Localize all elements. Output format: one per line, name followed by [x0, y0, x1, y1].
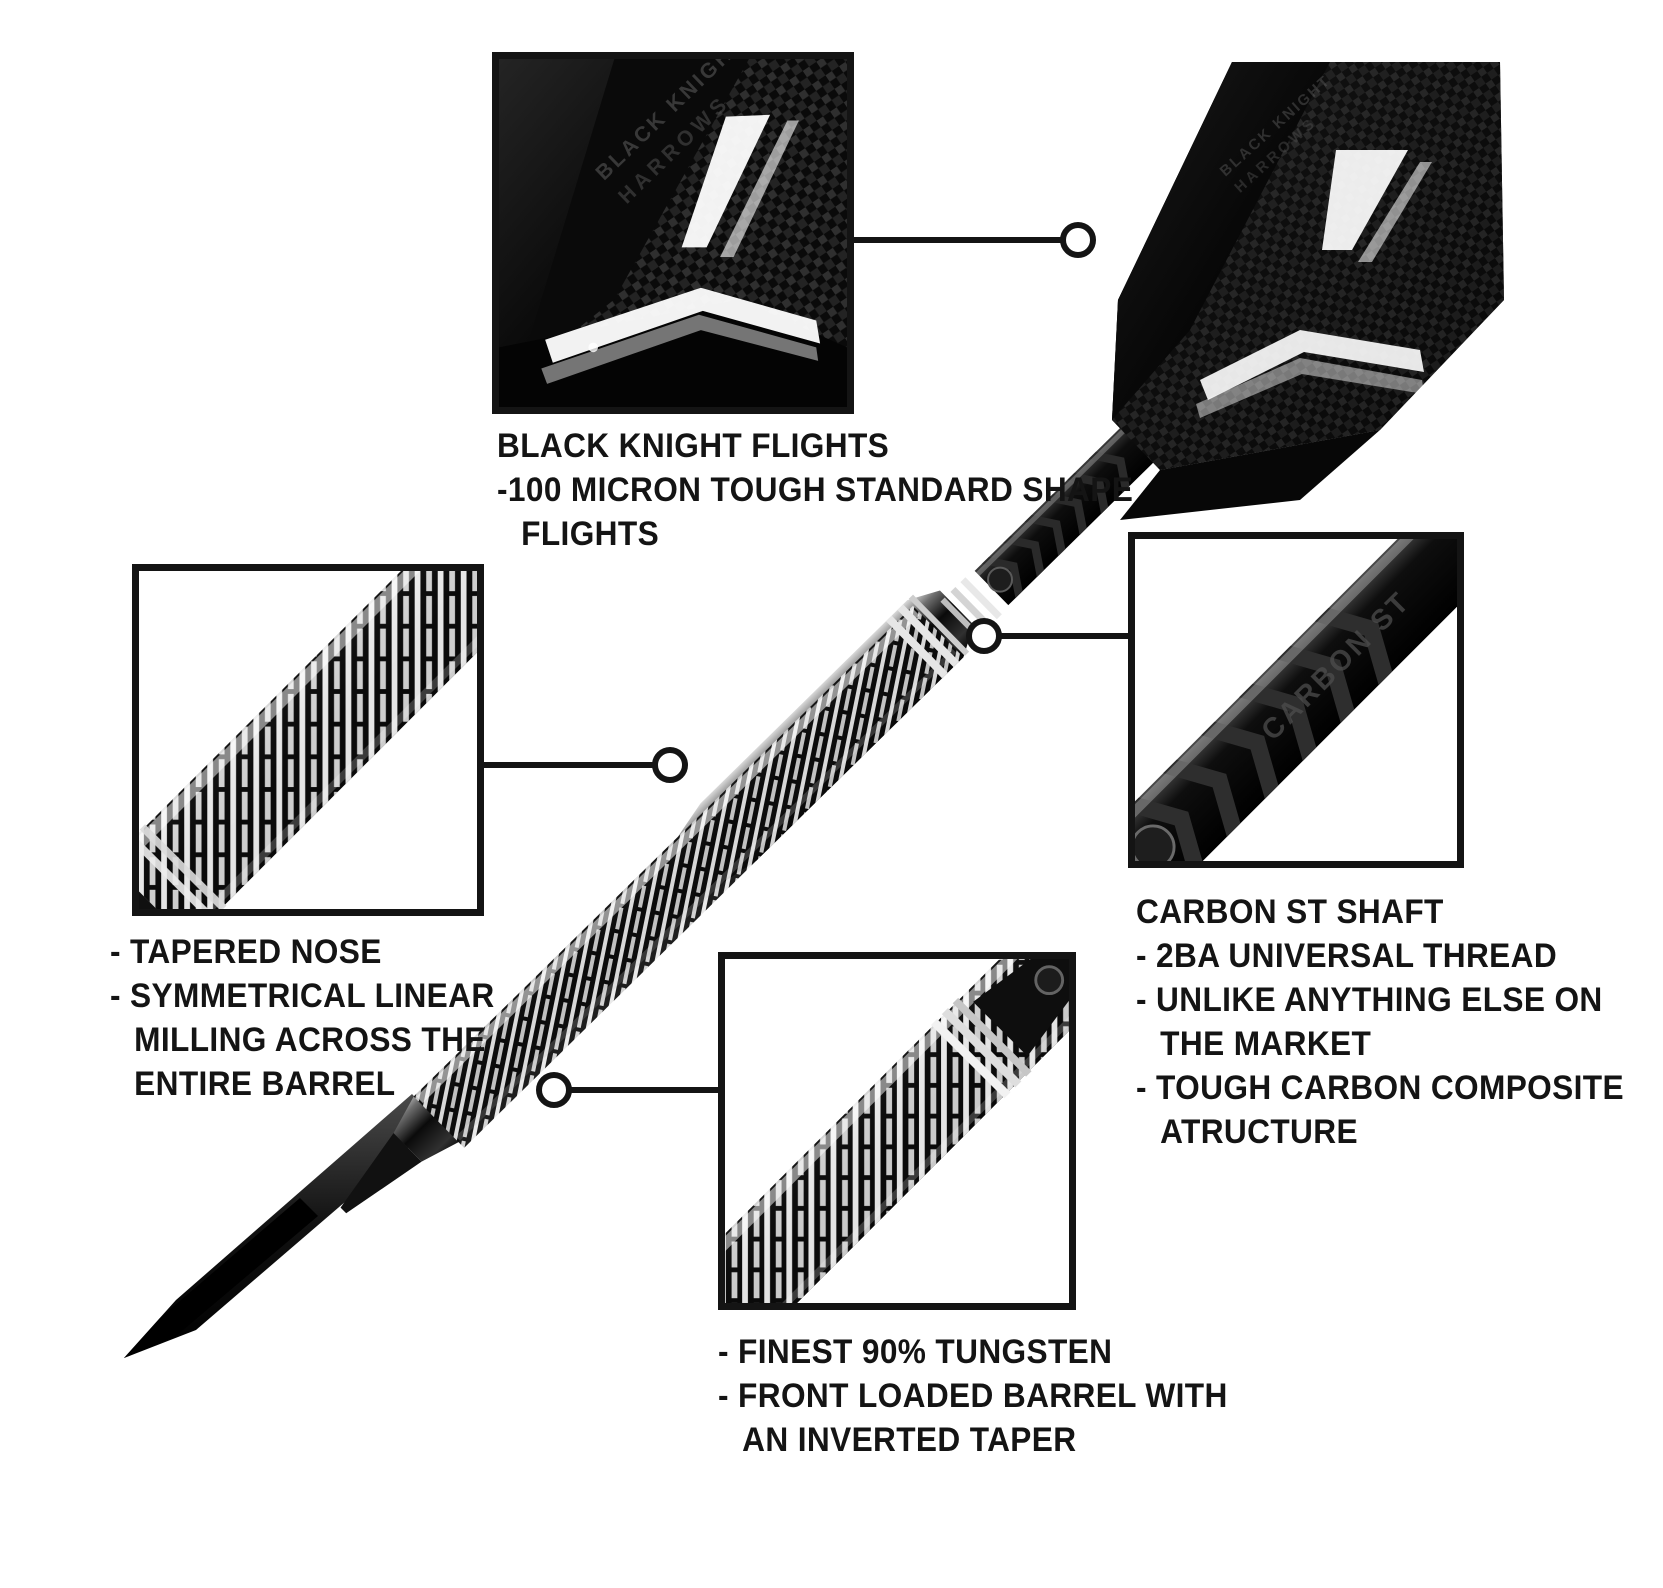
- callout-line-nose-3: MILLING ACROSS THE: [134, 1021, 486, 1059]
- callout-text-flights: BLACK KNIGHT FLIGHTS -100 MICRON TOUGH S…: [497, 424, 1134, 556]
- callout-text-tungsten: - FINEST 90% TUNGSTEN - FRONT LOADED BAR…: [718, 1330, 1228, 1462]
- callout-line-shaft-1: - 2BA UNIVERSAL THREAD: [1136, 937, 1558, 975]
- connector-dot-flights: [1060, 222, 1096, 258]
- callout-line-tungsten-1: - FINEST 90% TUNGSTEN: [718, 1333, 1113, 1371]
- connector-line-tungsten: [568, 1087, 720, 1093]
- callout-heading-flights: BLACK KNIGHT FLIGHTS: [497, 427, 890, 465]
- callout-text-barrel-nose: - TAPERED NOSE - SYMMETRICAL LINEAR MILL…: [110, 930, 540, 1106]
- callout-line-nose-4: ENTIRE BARREL: [134, 1065, 396, 1103]
- inset-barrel-nose-detail: [132, 564, 484, 916]
- callout-line-shaft-5: ATRUCTURE: [1160, 1113, 1358, 1151]
- connector-dot-shaft: [966, 618, 1002, 654]
- svg-text:HARROWS: HARROWS: [1231, 114, 1320, 196]
- svg-text:BLACK KNIGHT: BLACK KNIGHT: [1217, 72, 1335, 180]
- connector-line-flights: [854, 237, 1068, 243]
- callout-line-tungsten-3: AN INVERTED TAPER: [742, 1421, 1077, 1459]
- callout-line-tungsten-2: - FRONT LOADED BARREL WITH: [718, 1377, 1228, 1415]
- callout-heading-shaft: CARBON ST SHAFT: [1136, 893, 1444, 931]
- inset-tungsten-barrel-detail: [718, 952, 1076, 1310]
- connector-dot-tungsten: [536, 1072, 572, 1108]
- connector-line-barrel-nose: [484, 762, 674, 768]
- callout-line-nose-1: - TAPERED NOSE: [110, 933, 382, 971]
- callout-text-shaft: CARBON ST SHAFT - 2BA UNIVERSAL THREAD -…: [1136, 890, 1636, 1154]
- connector-line-shaft: [996, 633, 1130, 639]
- callout-line-shaft-2: - UNLIKE ANYTHING ELSE ON: [1136, 981, 1603, 1019]
- callout-line-flights-2: FLIGHTS: [521, 515, 660, 553]
- inset-flight-detail: BLACK KNIGHT HARROWS: [492, 52, 854, 414]
- callout-line-shaft-4: - TOUGH CARBON COMPOSITE: [1136, 1069, 1624, 1107]
- callout-line-shaft-3: THE MARKET: [1160, 1025, 1372, 1063]
- inset-shaft-detail: CARBON ST: [1128, 532, 1464, 868]
- callout-line-flights-1: -100 MICRON TOUGH STANDARD SHAPE: [497, 471, 1134, 509]
- callout-line-nose-2: - SYMMETRICAL LINEAR: [110, 977, 495, 1015]
- connector-dot-barrel-nose: [652, 747, 688, 783]
